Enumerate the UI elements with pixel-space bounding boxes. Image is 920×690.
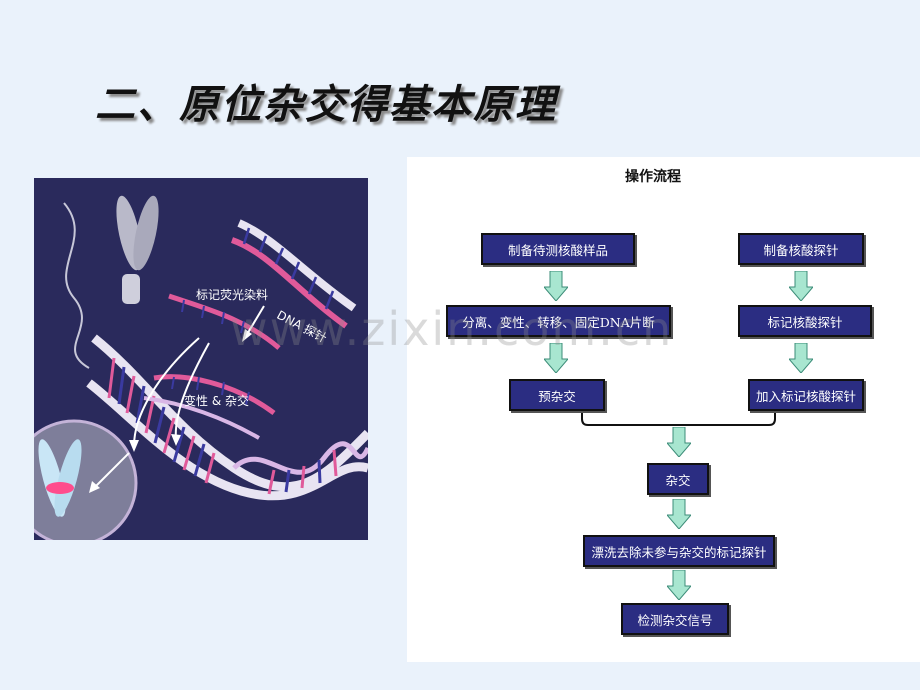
down-arrow-icon <box>544 343 568 373</box>
down-arrow-icon <box>667 499 691 529</box>
process-arrows <box>93 305 265 489</box>
watermark: www.zixin.com.cn <box>230 302 674 356</box>
dna-probe-strand <box>230 219 357 329</box>
down-arrow-icon <box>667 427 691 457</box>
step-separate-fix-dna: 分离、变性、转移、固定DNA片断 <box>446 305 671 337</box>
dna-illustration-svg <box>34 195 368 540</box>
dna-double-helix <box>86 334 368 501</box>
down-arrow-icon <box>544 271 568 301</box>
chromosome-bottom <box>38 439 82 517</box>
step-prepare-sample: 制备待测核酸样品 <box>481 233 635 265</box>
labeled-strands <box>143 293 281 440</box>
step-prehybridization: 预杂交 <box>509 379 605 411</box>
down-arrow-icon <box>789 271 813 301</box>
step-prepare-probe: 制备核酸探针 <box>738 233 864 265</box>
step-wash-unbound-probe: 漂洗去除未参与杂交的标记探针 <box>583 535 775 567</box>
chromosome-top <box>116 195 159 304</box>
step-detect-signal: 检测杂交信号 <box>621 603 729 635</box>
down-arrow-icon <box>667 570 691 600</box>
fluorescent-label-text: 标记荧光染料 <box>196 288 269 302</box>
procedure-flowchart: 操作流程 制备待测核酸样品 分离、变性、转移、固定DNA片断 预杂交 制备核酸探… <box>407 157 920 662</box>
step-label-probe: 标记核酸探针 <box>738 305 872 337</box>
flowchart-title: 操作流程 <box>625 169 681 185</box>
slide-title: 二、原位杂交得基本原理 <box>95 81 557 128</box>
denature-hybridize-label-text: 变性 & 杂交 <box>184 394 249 408</box>
down-arrow-icon <box>789 343 813 373</box>
step-hybridization: 杂交 <box>647 463 709 495</box>
dna-hybridization-illustration: 标记荧光染料 DNA 探针 变性 & 杂交 <box>34 178 368 540</box>
step-add-labeled-probe: 加入标记核酸探针 <box>748 379 864 411</box>
merge-connector <box>581 413 776 426</box>
